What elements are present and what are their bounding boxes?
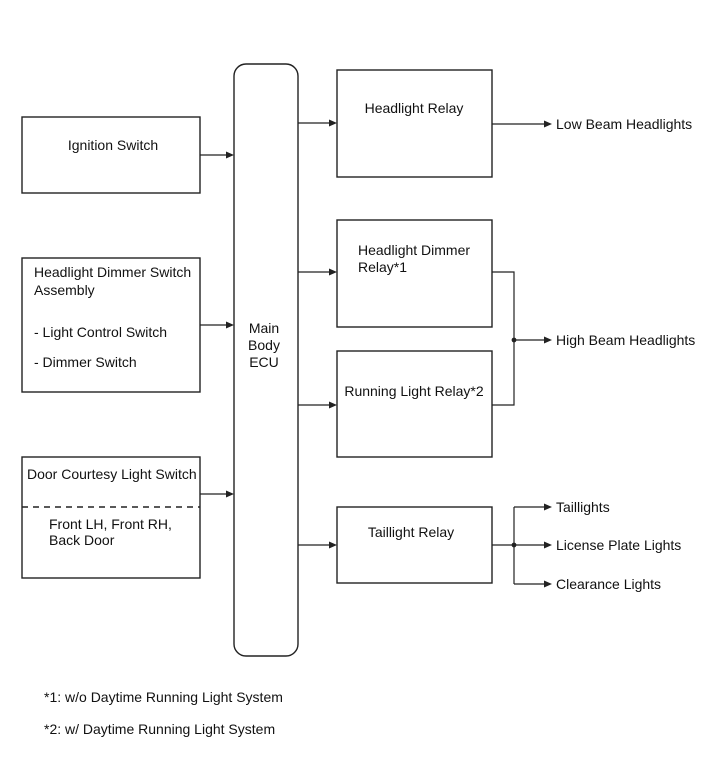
footnote-2: *2: w/ Daytime Running Light System (44, 721, 275, 737)
taillight-relay-block: Taillight Relay (336, 506, 493, 584)
ignition-switch-block: Ignition Switch (21, 116, 201, 194)
door-courtesy-switch-box (21, 456, 201, 579)
main-body-ecu-block: Main Body ECU (233, 63, 299, 657)
running-light-relay-label: Running Light Relay*2 (344, 383, 484, 399)
headlight-dimmer-relay-label-line1: Headlight Dimmer (358, 242, 470, 258)
low-beam-headlights-label: Low Beam Headlights (556, 116, 692, 132)
footnote-1: *1: w/o Daytime Running Light System (44, 689, 283, 705)
high-beam-junction-dot (511, 337, 517, 343)
ecu-to-headlight-relay-arrowhead (329, 119, 337, 127)
headlight-relay-box (336, 69, 493, 178)
clearance-arrowhead (544, 580, 552, 588)
ignition-to-ecu-arrowhead (226, 151, 234, 159)
high-beam-connection: High Beam Headlights (492, 271, 695, 406)
door-courtesy-detail-line1: Front LH, Front RH, (49, 516, 172, 532)
running-light-relay-block: Running Light Relay*2 (336, 350, 493, 458)
headlight-dimmer-relay-block: Headlight Dimmer Relay*1 (336, 219, 493, 328)
headlight-dimmer-relay-label-line2: Relay*1 (358, 259, 407, 275)
high-beam-headlights-label: High Beam Headlights (556, 332, 695, 348)
taillight-output-connections: Taillights License Plate Lights Clearanc… (492, 499, 681, 592)
door-courtesy-switch-title: Door Courtesy Light Switch (27, 466, 197, 482)
running-light-relay-box (336, 350, 493, 458)
taillight-relay-box (336, 506, 493, 584)
clearance-lights-label: Clearance Lights (556, 576, 661, 592)
ecu-to-dimmer-relay-arrowhead (329, 268, 337, 276)
light-control-switch-item: - Light Control Switch (34, 324, 167, 340)
license-plate-lights-label: License Plate Lights (556, 537, 681, 553)
headlight-dimmer-switch-block: Headlight Dimmer Switch Assembly - Light… (21, 257, 201, 393)
ecu-label-line1: Main (249, 320, 279, 336)
door-courtesy-detail-line2: Back Door (49, 532, 115, 548)
ignition-switch-box (21, 116, 201, 194)
main-body-ecu-box (233, 63, 299, 657)
ecu-output-connections (298, 119, 337, 549)
headlight-dimmer-switch-title-line1: Headlight Dimmer Switch (34, 264, 191, 280)
door-courtesy-switch-block: Door Courtesy Light Switch Front LH, Fro… (21, 456, 201, 579)
ecu-to-taillight-relay-arrowhead (329, 541, 337, 549)
low-beam-arrowhead (544, 120, 552, 128)
footnotes: *1: w/o Daytime Running Light System *2:… (44, 689, 283, 737)
license-plate-arrowhead (544, 541, 552, 549)
dimmer-switch-to-ecu-arrowhead (226, 321, 234, 329)
headlight-relay-label: Headlight Relay (365, 100, 464, 116)
ignition-switch-label: Ignition Switch (68, 137, 158, 153)
high-beam-bus-line (492, 271, 515, 406)
ecu-label-line2: Body (248, 337, 280, 353)
headlight-dimmer-switch-box (21, 257, 201, 393)
door-switch-to-ecu-arrowhead (226, 490, 234, 498)
high-beam-arrowhead (544, 336, 552, 344)
ecu-label-line3: ECU (249, 354, 279, 370)
low-beam-connection: Low Beam Headlights (492, 116, 692, 132)
taillights-label: Taillights (556, 499, 610, 515)
headlight-dimmer-relay-box (336, 219, 493, 328)
taillight-relay-label: Taillight Relay (368, 524, 454, 540)
headlight-relay-block: Headlight Relay (336, 69, 493, 178)
headlight-dimmer-switch-title-line2: Assembly (34, 282, 95, 298)
ecu-to-running-relay-arrowhead (329, 401, 337, 409)
input-connections (200, 151, 234, 498)
dimmer-switch-item: - Dimmer Switch (34, 354, 137, 370)
taillights-arrowhead (544, 503, 552, 511)
